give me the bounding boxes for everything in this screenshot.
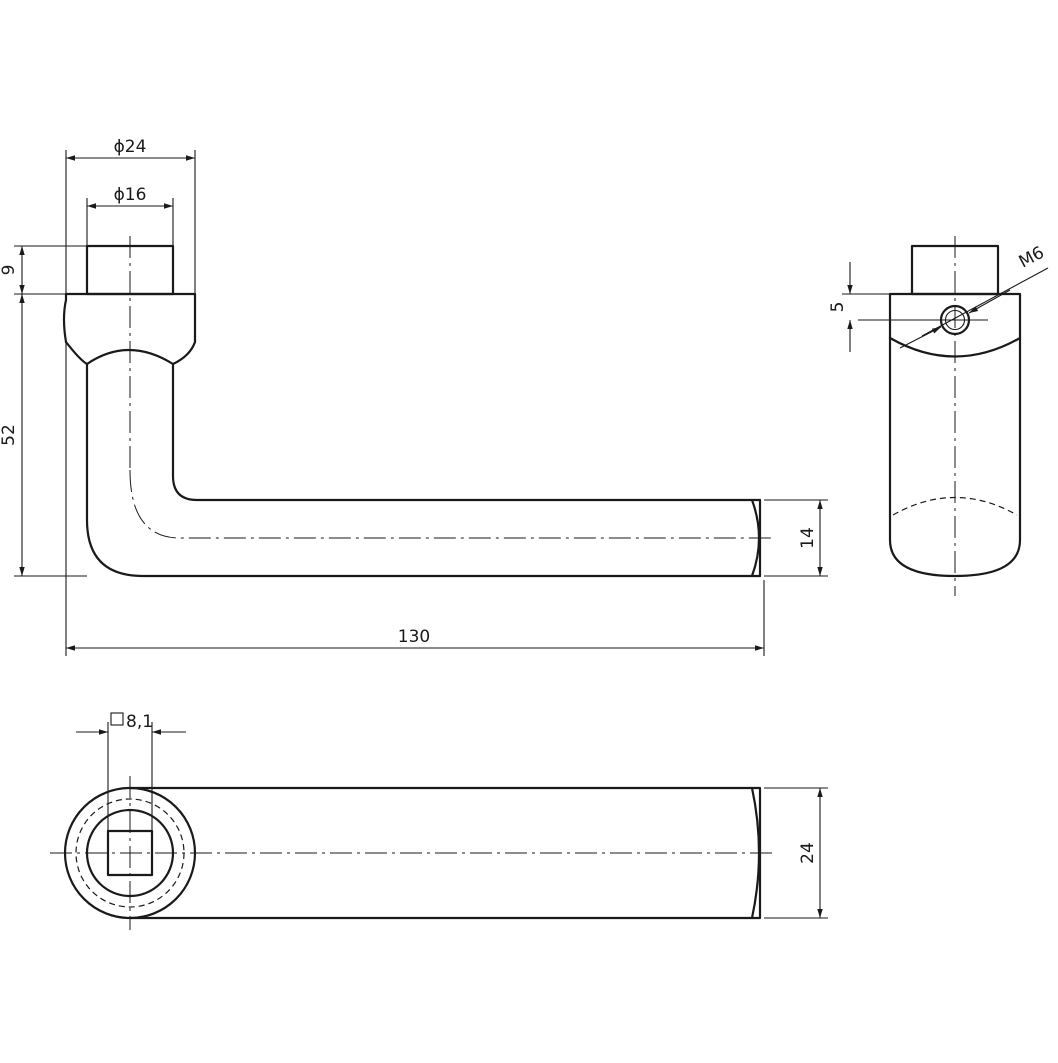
dim-spindle-diameter: ϕ16 <box>114 185 147 205</box>
dim-screw-offset: 5 <box>828 302 848 313</box>
dim-neck-height: 9 <box>0 265 19 276</box>
dim-screw-thread: M6 <box>1016 243 1048 273</box>
thread-leader <box>921 267 1049 337</box>
thread-arrow <box>899 326 942 349</box>
handle-centerline <box>129 469 772 539</box>
side-body-outline <box>888 292 1022 578</box>
dim-handle-height: 52 <box>0 424 19 446</box>
top-view: 8,1 24 <box>50 712 828 930</box>
thread-arrow <box>968 289 1011 314</box>
dim-grip-width: 24 <box>798 842 818 864</box>
side-view: M6 5 <box>828 236 1049 596</box>
dim-grip-thickness: 14 <box>798 527 818 549</box>
dim-handle-length: 130 <box>398 627 430 647</box>
handle-body-outline <box>85 362 762 578</box>
dim-square-spindle: 8,1 <box>126 712 153 732</box>
square-symbol-icon <box>110 712 124 726</box>
front-view: ϕ24 ϕ16 9 52 14 130 <box>0 137 828 656</box>
rose-transition <box>64 340 197 366</box>
dim-rose-diameter: ϕ24 <box>114 137 147 157</box>
